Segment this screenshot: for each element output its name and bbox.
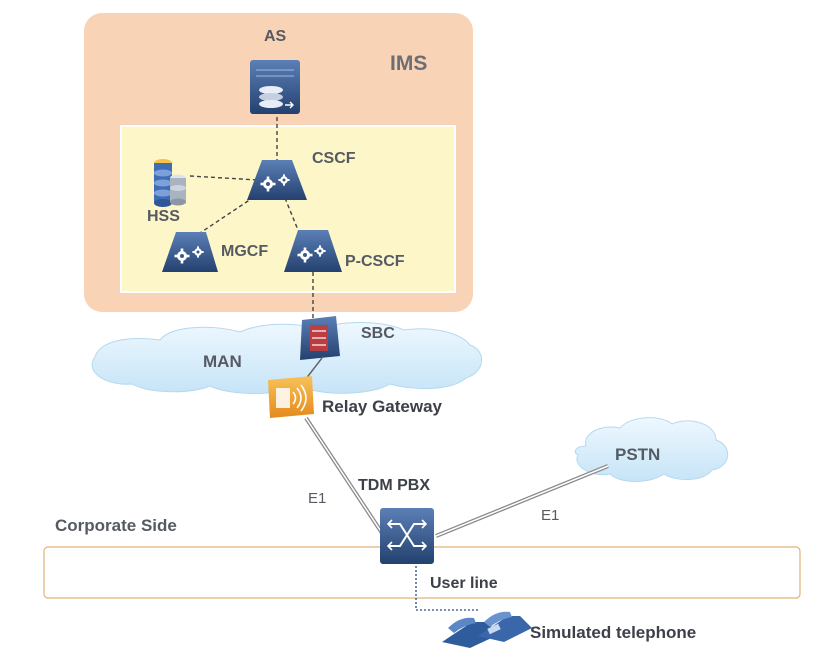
user-line-label: User line (430, 575, 498, 592)
mgcf-label: MGCF (221, 243, 269, 260)
pstn-label: PSTN (615, 445, 661, 464)
cscf-icon (247, 160, 307, 200)
e1-link-label-left: E1 (308, 490, 327, 507)
sbc-label: SBC (361, 325, 395, 342)
p-cscf-icon (284, 230, 342, 272)
tdm-pbx-icon (380, 508, 434, 564)
hss-database-icon (154, 159, 186, 207)
as-server-icon (250, 60, 300, 114)
relay-gateway-label: Relay Gateway (322, 397, 443, 416)
mgcf-icon (162, 232, 218, 272)
relay-gateway-icon (268, 376, 314, 418)
telephone-icon (442, 611, 532, 648)
man-label: MAN (203, 352, 242, 371)
corporate-side-label: Corporate Side (55, 516, 177, 535)
pstn-cloud (574, 417, 728, 482)
e1-trunks (304, 416, 609, 538)
simulated-telephone-label: Simulated telephone (530, 623, 697, 642)
tdm-pbx-label: TDM PBX (358, 477, 430, 494)
p-cscf-label: P-CSCF (345, 253, 405, 270)
hss-label: HSS (147, 208, 180, 225)
ims-zone-label: IMS (390, 52, 428, 75)
sbc-icon (300, 316, 340, 360)
as-label: AS (264, 28, 287, 45)
cscf-label: CSCF (312, 150, 356, 167)
signaling-links (189, 117, 314, 318)
e1-link-label-right: E1 (541, 507, 560, 524)
user-line-link (415, 566, 480, 611)
man-cloud (91, 322, 482, 394)
sbc-gateway-link (304, 357, 323, 381)
